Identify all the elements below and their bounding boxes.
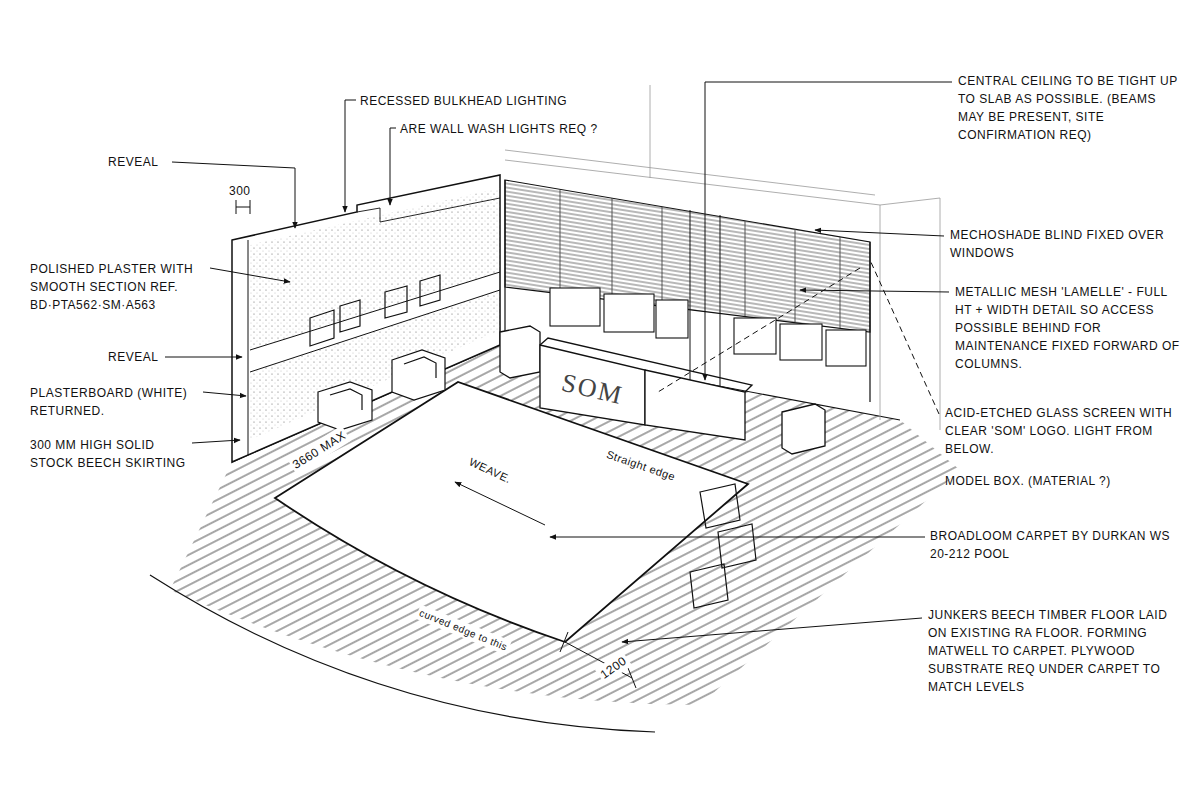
edge-note: curved edge to this bbox=[415, 605, 511, 656]
lighting-note: ARE WALL WASH LIGHTS REQ ? bbox=[400, 120, 640, 138]
edge-note: Straight edge bbox=[602, 445, 679, 485]
blind-note: MECHOSHADE BLIND FIXED OVER WINDOWS bbox=[950, 226, 1182, 262]
reception-desk bbox=[500, 326, 825, 454]
leader-lines bbox=[165, 82, 952, 688]
skirting-note: 300 MM HIGH SOLID STOCK BEECH SKIRTING bbox=[30, 436, 190, 472]
screen-note: ACID-ETCHED GLASS SCREEN WITH CLEAR 'SOM… bbox=[945, 404, 1185, 458]
dimension: 300 bbox=[229, 182, 259, 200]
dimension: 3660 MAX bbox=[287, 425, 351, 474]
lounge-chairs bbox=[318, 350, 756, 608]
model-box-note: MODEL BOX. (MATERIAL ?) bbox=[945, 472, 1175, 490]
floor-note: JUNKERS BEECH TIMBER FLOOR LAID ON EXIST… bbox=[928, 606, 1178, 696]
dimension-300 bbox=[236, 200, 250, 214]
ceiling-outline bbox=[505, 85, 940, 430]
carpet-note: BROADLOOM CARPET BY DURKAN WS 20-212 POO… bbox=[930, 527, 1180, 563]
ceiling-note: CENTRAL CEILING TO BE TIGHT UP TO SLAB A… bbox=[958, 72, 1183, 144]
finish-note: PLASTERBOARD (WHITE) RETURNED. bbox=[30, 384, 202, 420]
wall-note: REVEAL bbox=[108, 348, 178, 366]
finish-note: POLISHED PLASTER WITH SMOOTH SECTION REF… bbox=[30, 260, 208, 314]
lighting-note: RECESSED BULKHEAD LIGHTING bbox=[360, 92, 590, 110]
weave-note: WEAVE. bbox=[465, 453, 516, 489]
dimension: 1200 bbox=[595, 651, 632, 685]
mesh-note: METALLIC MESH 'LAMELLE' - FULL HT + WIDT… bbox=[955, 283, 1187, 373]
logo-text: SOM bbox=[557, 368, 628, 411]
wall-note: REVEAL bbox=[108, 153, 178, 171]
left-wall bbox=[232, 175, 500, 462]
